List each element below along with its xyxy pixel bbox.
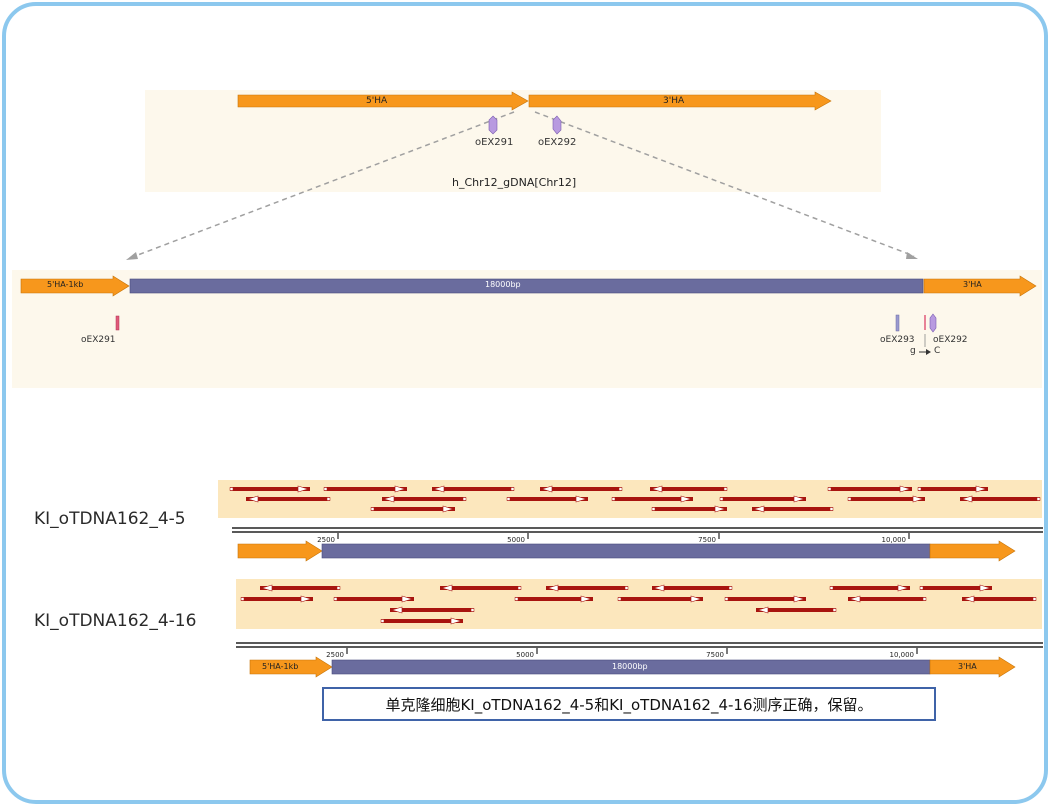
sequencing-read — [260, 584, 341, 592]
sequencing-read — [514, 595, 593, 603]
sequencing-read — [390, 606, 475, 614]
construct-primer-oex291-label: oEX291 — [81, 335, 116, 345]
sequencing-read — [827, 485, 912, 493]
sequencing-read — [617, 595, 703, 603]
ruler-tick-label: 10,000 — [882, 536, 907, 544]
construct-primer-oex293-icon — [895, 314, 900, 332]
construct-3ha-label: 3'HA — [963, 280, 982, 289]
sequencing-read — [432, 485, 515, 493]
sample-1-name: KI_oTDNA162_4-5 — [34, 509, 186, 529]
zoom-arrow-right — [906, 252, 918, 259]
sequencing-read — [382, 495, 467, 503]
construct-primer-oex291-icon — [115, 315, 120, 331]
sequencing-read — [246, 495, 331, 503]
sequencing-read — [380, 617, 463, 625]
zoom-arrow-left — [126, 252, 138, 260]
s2-reads — [240, 584, 1037, 625]
s2-5ha-arrow — [249, 656, 333, 678]
ruler-tick-label: 5000 — [516, 651, 534, 659]
s2-ruler-ticks: 2500 5000 7500 10,000 — [326, 648, 918, 659]
snp-to-base: C — [934, 346, 941, 356]
sequencing-read — [724, 595, 806, 603]
sequencing-read — [323, 485, 407, 493]
conclusion-text: 单克隆细胞KI_oTDNA162_4-5和KI_oTDNA162_4-16测序正… — [385, 695, 873, 714]
sequencing-read — [719, 495, 806, 503]
sequencing-read — [962, 595, 1037, 603]
s1-3ha-arrow — [929, 540, 1016, 562]
ruler-tick-label: 5000 — [507, 536, 525, 544]
top-3ha-label: 3'HA — [663, 96, 685, 106]
sequencing-read — [650, 485, 728, 493]
top-primer-oex291-icon — [488, 115, 498, 135]
sequencing-read — [652, 584, 733, 592]
sequencing-read — [370, 505, 455, 513]
sequencing-read — [546, 584, 629, 592]
sequencing-read — [229, 485, 310, 493]
construct-3ha-arrow — [923, 275, 1037, 297]
sequencing-read — [917, 485, 988, 493]
sequencing-read — [960, 495, 1041, 503]
snp-change-arrowhead — [926, 349, 931, 355]
sequencing-read — [829, 584, 910, 592]
construct-primer-oex293-label: oEX293 — [880, 335, 915, 345]
zoom-line-right — [534, 111, 915, 257]
construct-5ha-arrow — [20, 275, 130, 297]
sequencing-read — [240, 595, 313, 603]
sequencing-read — [848, 595, 927, 603]
zoom-line-left — [129, 111, 515, 259]
sequencing-read — [333, 595, 414, 603]
sequencing-read — [611, 495, 693, 503]
sequencing-read — [756, 606, 837, 614]
reference-name: h_Chr12_gDNA[Chr12] — [452, 176, 577, 189]
top-5ha-arrow — [237, 91, 529, 111]
s1-reads — [229, 485, 1041, 513]
top-primer-oex292-label: oEX292 — [538, 137, 577, 148]
s1-insert-bar — [321, 543, 931, 559]
s2-3ha-arrow — [929, 656, 1016, 678]
top-5ha-label: 5'HA — [366, 96, 388, 106]
sequencing-read — [540, 485, 623, 493]
sequencing-read — [847, 495, 925, 503]
top-primer-oex292-icon — [552, 115, 562, 135]
top-3ha-arrow — [528, 91, 832, 111]
sample-2-name: KI_oTDNA162_4-16 — [34, 611, 197, 631]
s2-insert-label: 18000bp — [612, 662, 648, 671]
s1-5ha-arrow — [237, 540, 323, 562]
s1-ruler-ticks: 2500 5000 7500 10,000 — [317, 533, 910, 544]
snp-from-base: g — [910, 346, 916, 356]
ruler-tick-label: 2500 — [326, 651, 344, 659]
construct-5ha-label: 5'HA-1kb — [47, 280, 84, 289]
ruler-tick-label: 2500 — [317, 536, 335, 544]
s2-5ha-label: 5'HA-1kb — [262, 662, 299, 671]
construct-primer-oex292-label: oEX292 — [933, 335, 968, 345]
sequencing-read — [440, 584, 522, 592]
ruler-tick-label: 7500 — [706, 651, 724, 659]
ruler-tick-label: 10,000 — [890, 651, 915, 659]
conclusion-box: 单克隆细胞KI_oTDNA162_4-5和KI_oTDNA162_4-16测序正… — [322, 687, 936, 721]
top-primer-oex291-label: oEX291 — [475, 137, 514, 148]
sequencing-read — [752, 505, 834, 513]
sequencing-read — [506, 495, 588, 503]
sequencing-read — [919, 584, 992, 592]
ruler-tick-label: 7500 — [698, 536, 716, 544]
construct-insert-bar — [129, 278, 924, 294]
s2-3ha-label: 3'HA — [958, 662, 977, 671]
construct-insert-label: 18000bp — [485, 280, 521, 289]
sequencing-read — [651, 505, 727, 513]
construct-primer-oex292-icon — [929, 313, 937, 333]
